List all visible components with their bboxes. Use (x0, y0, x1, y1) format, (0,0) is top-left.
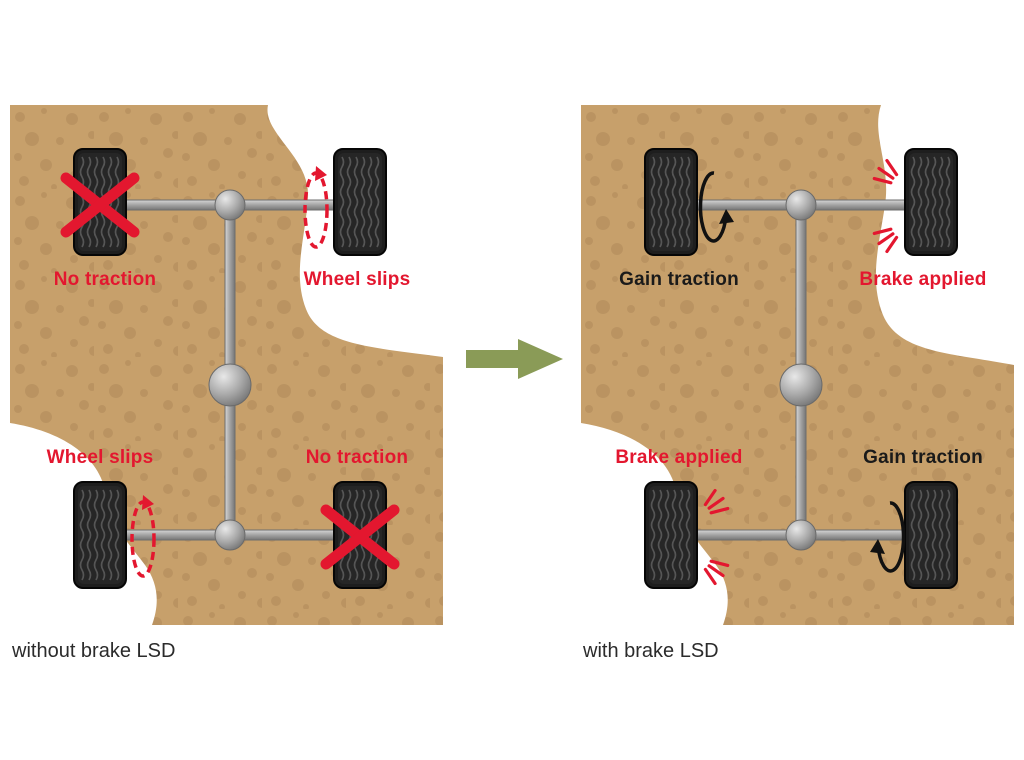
panel-with-lsd-graphic (581, 105, 1014, 625)
wheel-front-left (644, 148, 698, 256)
caption-with-brake-lsd: with brake LSD (583, 640, 719, 662)
wheel-label-front-left: No traction (53, 269, 157, 290)
wheel-label-rear-right: No traction (305, 447, 409, 468)
rear-differential (785, 519, 817, 551)
panel-with-brake-lsd: Gain traction Brake applied Brake applie… (581, 105, 1014, 625)
front-differential (785, 189, 817, 221)
rear-differential (214, 519, 246, 551)
panel-without-brake-lsd: No traction Wheel slips Wheel slips No t… (10, 105, 443, 625)
front-differential (214, 189, 246, 221)
wheel-label-front-right: Wheel slips (303, 269, 411, 290)
wheel-rear-left (644, 481, 698, 589)
wheel-label-front-left: Gain traction (619, 269, 739, 290)
panel-without-lsd-graphic (10, 105, 443, 625)
wheel-label-rear-left: Brake applied (615, 447, 743, 468)
center-differential (779, 363, 823, 407)
wheel-label-rear-right: Gain traction (863, 447, 983, 468)
wheel-label-front-right: Brake applied (859, 269, 987, 290)
wheel-front-right (904, 148, 958, 256)
caption-without-brake-lsd: without brake LSD (12, 640, 176, 662)
wheel-rear-right (904, 481, 958, 589)
center-differential (208, 363, 252, 407)
wheel-rear-left (73, 481, 127, 589)
transition-arrow-icon (466, 339, 563, 379)
wheel-front-right (333, 148, 387, 256)
wheel-label-rear-left: Wheel slips (46, 447, 154, 468)
